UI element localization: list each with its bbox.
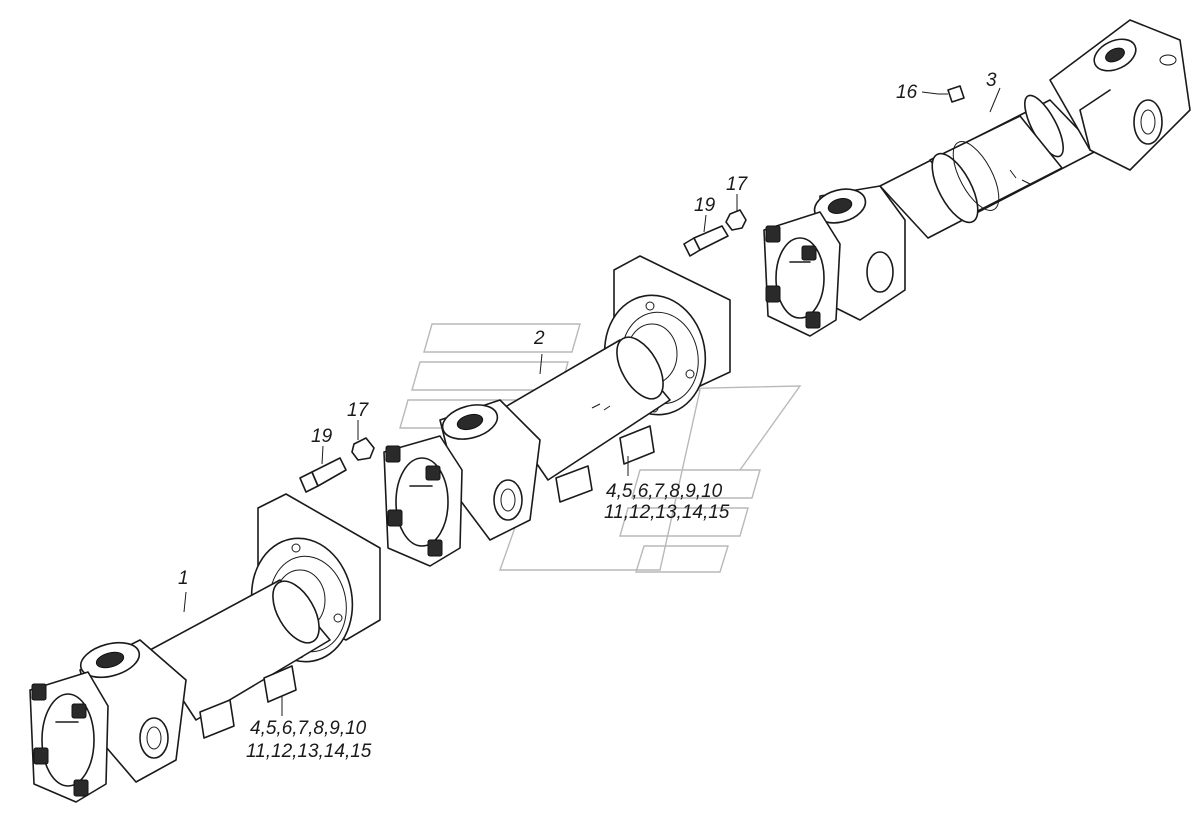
label-kit-2-line2: 11,12,13,14,15 [604,502,730,523]
label-nut-17-upper: 17 [726,174,749,195]
nut-17-upper [725,209,747,231]
label-kit-1-line1: 4,5,6,7,8,9,10 [250,718,367,739]
shaft-3 [763,19,1191,337]
bolt-19-lower [299,457,347,493]
plate-16 [938,85,965,103]
label-plate-16: 16 [896,82,918,103]
nut-17-lower [351,437,375,461]
label-nut-17-lower: 17 [347,400,370,421]
shaft-2 [383,255,731,567]
label-shaft-3: 3 [986,70,997,91]
label-bolt-19-upper: 19 [694,195,716,216]
label-kit-2-line1: 4,5,6,7,8,9,10 [606,481,723,502]
leader-lines [183,87,1001,716]
label-shaft-1: 1 [178,568,189,589]
bolt-19-upper [683,225,729,257]
shaft-1 [29,493,381,803]
label-bolt-19-lower: 19 [311,426,333,447]
part-labels: 3 2 1 19 17 19 17 16 4,5,6,7,8,9,10 11,1… [178,70,997,762]
label-kit-1-line2: 11,12,13,14,15 [246,741,372,762]
label-shaft-2: 2 [533,328,545,349]
